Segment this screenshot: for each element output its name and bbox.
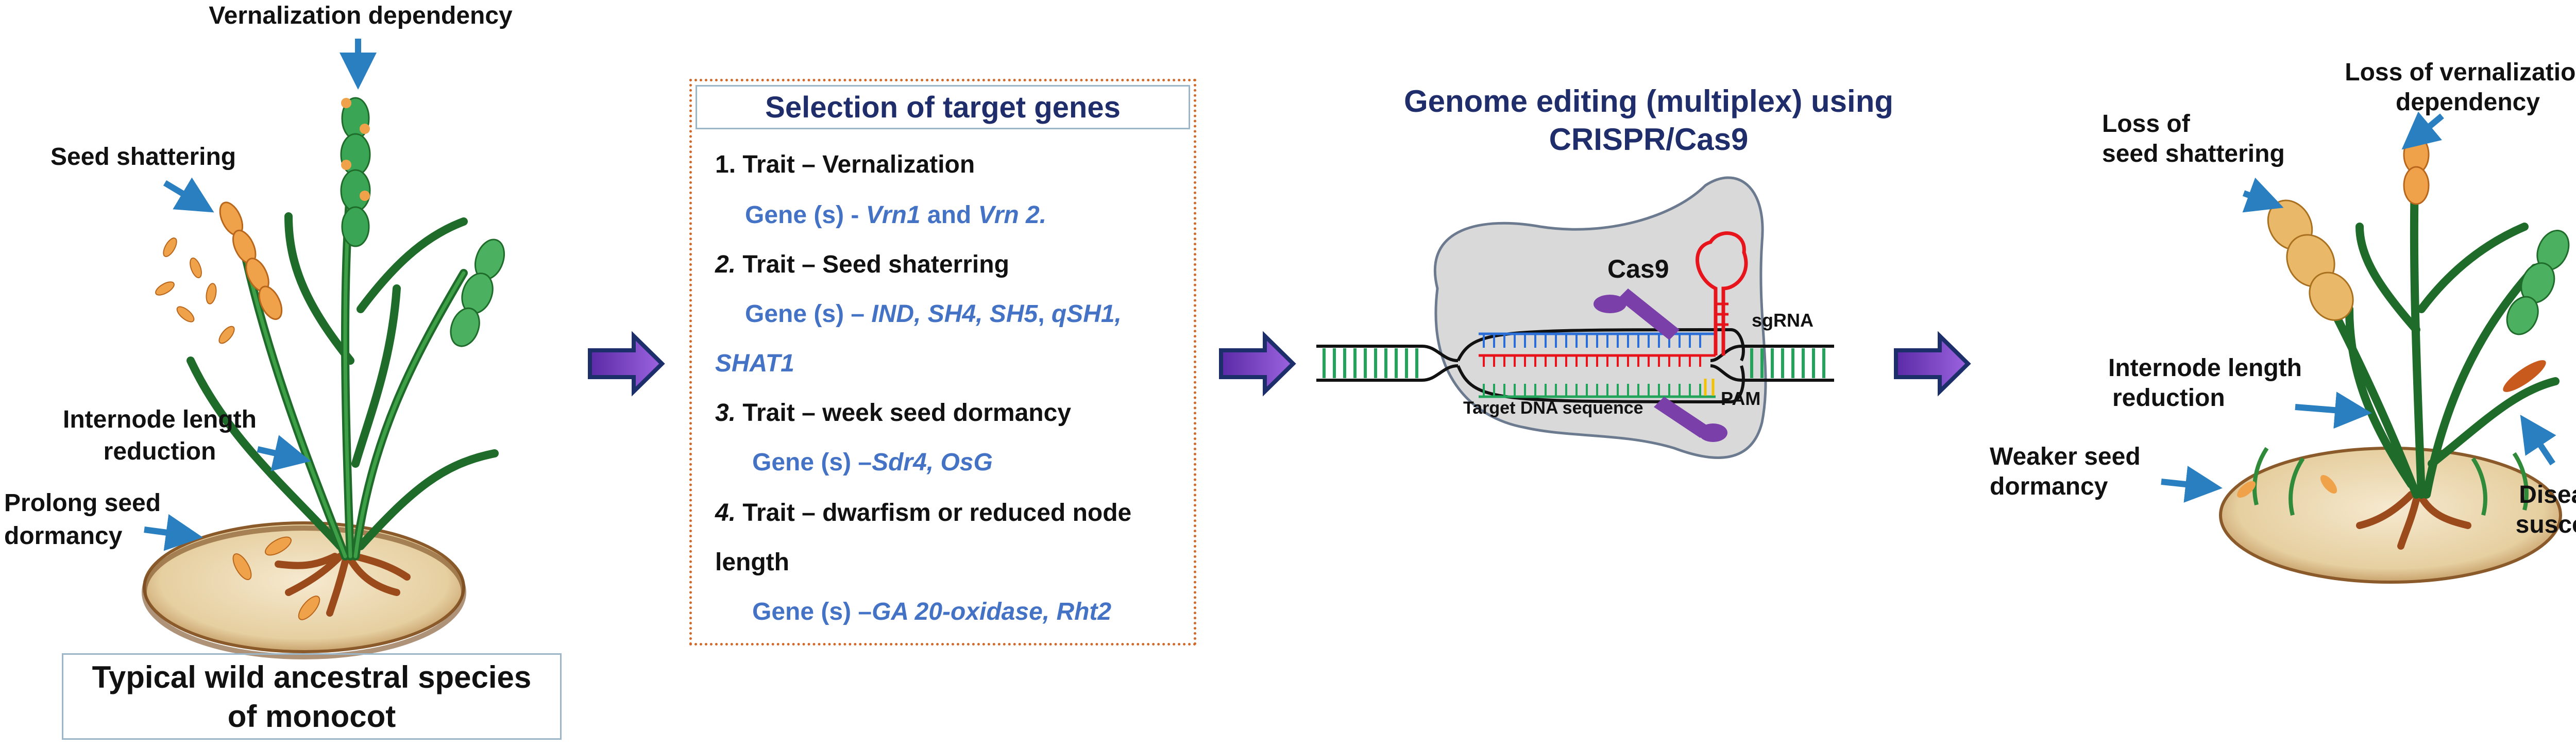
trait-4-gene-prefix: Gene (s) – [752, 598, 872, 625]
trait-1-number: 1. [715, 151, 736, 178]
trait-2-row: 2. Trait – Seed shaterring [715, 250, 1009, 279]
trait-3-gene-names: Sdr4, OsG [872, 449, 993, 476]
label-disease-pest: Disease/pest susceptibility [2502, 480, 2576, 539]
label-internode-reduction-right: Internode length reduction [2102, 353, 2308, 413]
label-loss-vernalization: Loss of vernalization dependency [2339, 58, 2576, 117]
pam-label: PAM [1721, 388, 1761, 409]
trait-2-gene-names: IND, SH4, SH5 [871, 300, 1038, 328]
trait-3-number: 3. [715, 399, 736, 427]
trait-4-row-line-2: length [715, 548, 789, 576]
target-dna-label: Target DNA sequence [1463, 398, 1643, 418]
trait-2-label: Trait – Seed shaterring [736, 251, 1009, 278]
trait-2-genes: Gene (s) – IND, SH4, SH5, qSH1, [745, 300, 1122, 328]
label-internode-line-1: Internode length [63, 406, 257, 433]
target-genes-box [689, 79, 1196, 646]
trait-3-genes: Gene (s) –Sdr4, OsG [752, 448, 993, 477]
trait-4-label-line-2: length [715, 549, 789, 576]
trait-4-label: Trait – dwarfism or reduced node [736, 499, 1132, 527]
label-prolong-seed-dormancy: Prolong seed dormancy [4, 488, 161, 551]
wild-species-caption: Typical wild ancestral species of monoco… [62, 653, 562, 740]
label-seed-shattering: Seed shattering [50, 143, 236, 171]
trait-1-genes: Gene (s) - Vrn1 and Vrn 2. [745, 201, 1046, 229]
crispr-illustration [1316, 176, 1834, 459]
trait-3-row: 3. Trait – week seed dormancy [715, 399, 1071, 427]
label-weaker-seed-dormancy: Weaker seed dormancy [1990, 442, 2141, 501]
label-weaker-line-2: dormancy [1990, 472, 2108, 500]
trait-4-genes: Gene (s) –GA 20-oxidase, Rht2 [752, 598, 1111, 626]
trait-1-label: Trait – Vernalization [736, 151, 975, 178]
label-internode-line-2: reduction [103, 437, 216, 465]
trait-4-row: 4. Trait – dwarfism or reduced node [715, 499, 1131, 527]
label-prolong-line-1: Prolong seed [4, 489, 161, 517]
trait-2-genes-line-2: SHAT1 [715, 349, 794, 378]
label-loss-shatter-line-2: seed shattering [2102, 140, 2285, 167]
trait-2-number: 2. [715, 251, 736, 278]
label-disease-line-2: susceptibility [2515, 511, 2576, 538]
wild-plant-illustration [142, 39, 505, 659]
target-genes-title: Selection of target genes [696, 85, 1190, 129]
trait-4-number: 4. [715, 499, 736, 527]
trait-1-gene-mid: and [920, 201, 978, 229]
label-vernalization-dependency: Vernalization dependency [209, 2, 513, 29]
trait-1-row: 1. Trait – Vernalization [715, 150, 975, 179]
flow-arrow-3 [1894, 331, 1971, 397]
label-internode-right-line-2: reduction [2112, 384, 2225, 412]
edited-plant-illustration [2161, 111, 2570, 584]
trait-2-gene-shat1: SHAT1 [715, 350, 794, 377]
cas9-label: Cas9 [1607, 254, 1669, 283]
wild-caption-line-2: of monocot [227, 699, 396, 734]
label-weaker-line-1: Weaker seed [1990, 443, 2141, 470]
sgrna-label: sgRNA [1752, 310, 1814, 331]
label-internode-right-line-1: Internode length [2108, 354, 2302, 382]
trait-1-gene-vrn2: Vrn 2. [978, 201, 1047, 229]
trait-4-gene-names: GA 20-oxidase, Rht2 [872, 598, 1112, 625]
trait-2-gene-mid: , [1038, 300, 1052, 328]
trait-3-gene-prefix: Gene (s) – [752, 449, 872, 476]
trait-1-gene-vrn1: Vrn1 [866, 201, 921, 229]
label-internode-length-reduction: Internode length reduction [57, 405, 263, 466]
trait-1-gene-prefix: Gene (s) - [745, 201, 866, 229]
crispr-title-line-1: Genome editing (multiplex) using [1403, 84, 1894, 118]
crispr-title-line-2: CRISPR/Cas9 [1549, 122, 1749, 157]
flow-arrow-2 [1219, 331, 1296, 397]
trait-2-gene-prefix: Gene (s) – [745, 300, 872, 328]
trait-3-label: Trait – week seed dormancy [736, 399, 1072, 427]
wild-caption-line-1: Typical wild ancestral species [92, 660, 532, 694]
label-loss-vern-line-2: dependency [2395, 88, 2540, 116]
crispr-title: Genome editing (multiplex) using CRISPR/… [1340, 82, 1958, 159]
label-loss-shatter-line-1: Loss of [2102, 110, 2190, 138]
flow-arrow-1 [588, 331, 665, 397]
label-loss-vern-line-1: Loss of vernalization [2345, 59, 2576, 86]
label-prolong-line-2: dormancy [4, 522, 123, 550]
label-loss-seed-shattering: Loss of seed shattering [2092, 109, 2298, 168]
trait-2-gene-qsh1: qSH1, [1051, 300, 1122, 328]
label-disease-line-1: Disease/pest [2519, 481, 2576, 508]
